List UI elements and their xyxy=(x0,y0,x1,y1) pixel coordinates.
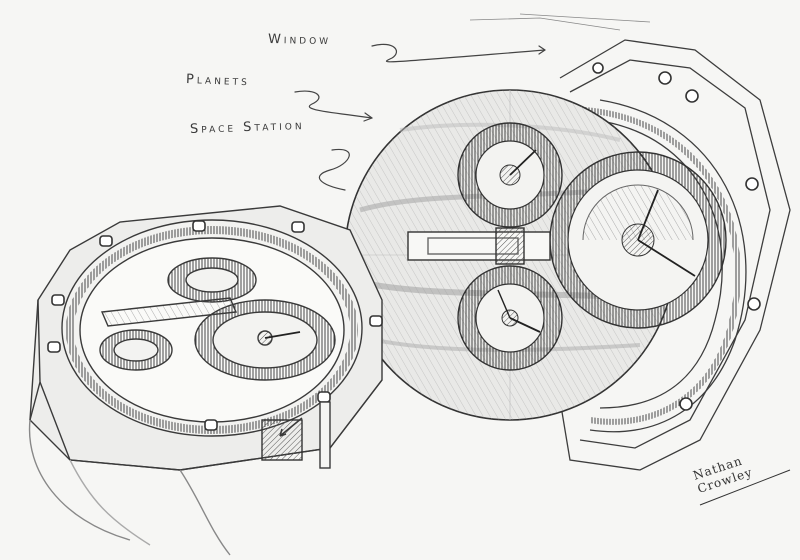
signature-underline xyxy=(699,469,791,506)
annotation-window: Window xyxy=(267,32,332,49)
closed-watch-case xyxy=(28,205,383,556)
lid-main-dial xyxy=(549,151,727,329)
lid-subdial-top xyxy=(457,122,563,228)
annotation-arrows xyxy=(294,43,546,191)
open-lid-case xyxy=(469,13,791,471)
annotation-planets: Planets xyxy=(185,72,251,90)
lid-subdial-bottom xyxy=(457,265,563,371)
space-station-bar xyxy=(407,227,551,265)
